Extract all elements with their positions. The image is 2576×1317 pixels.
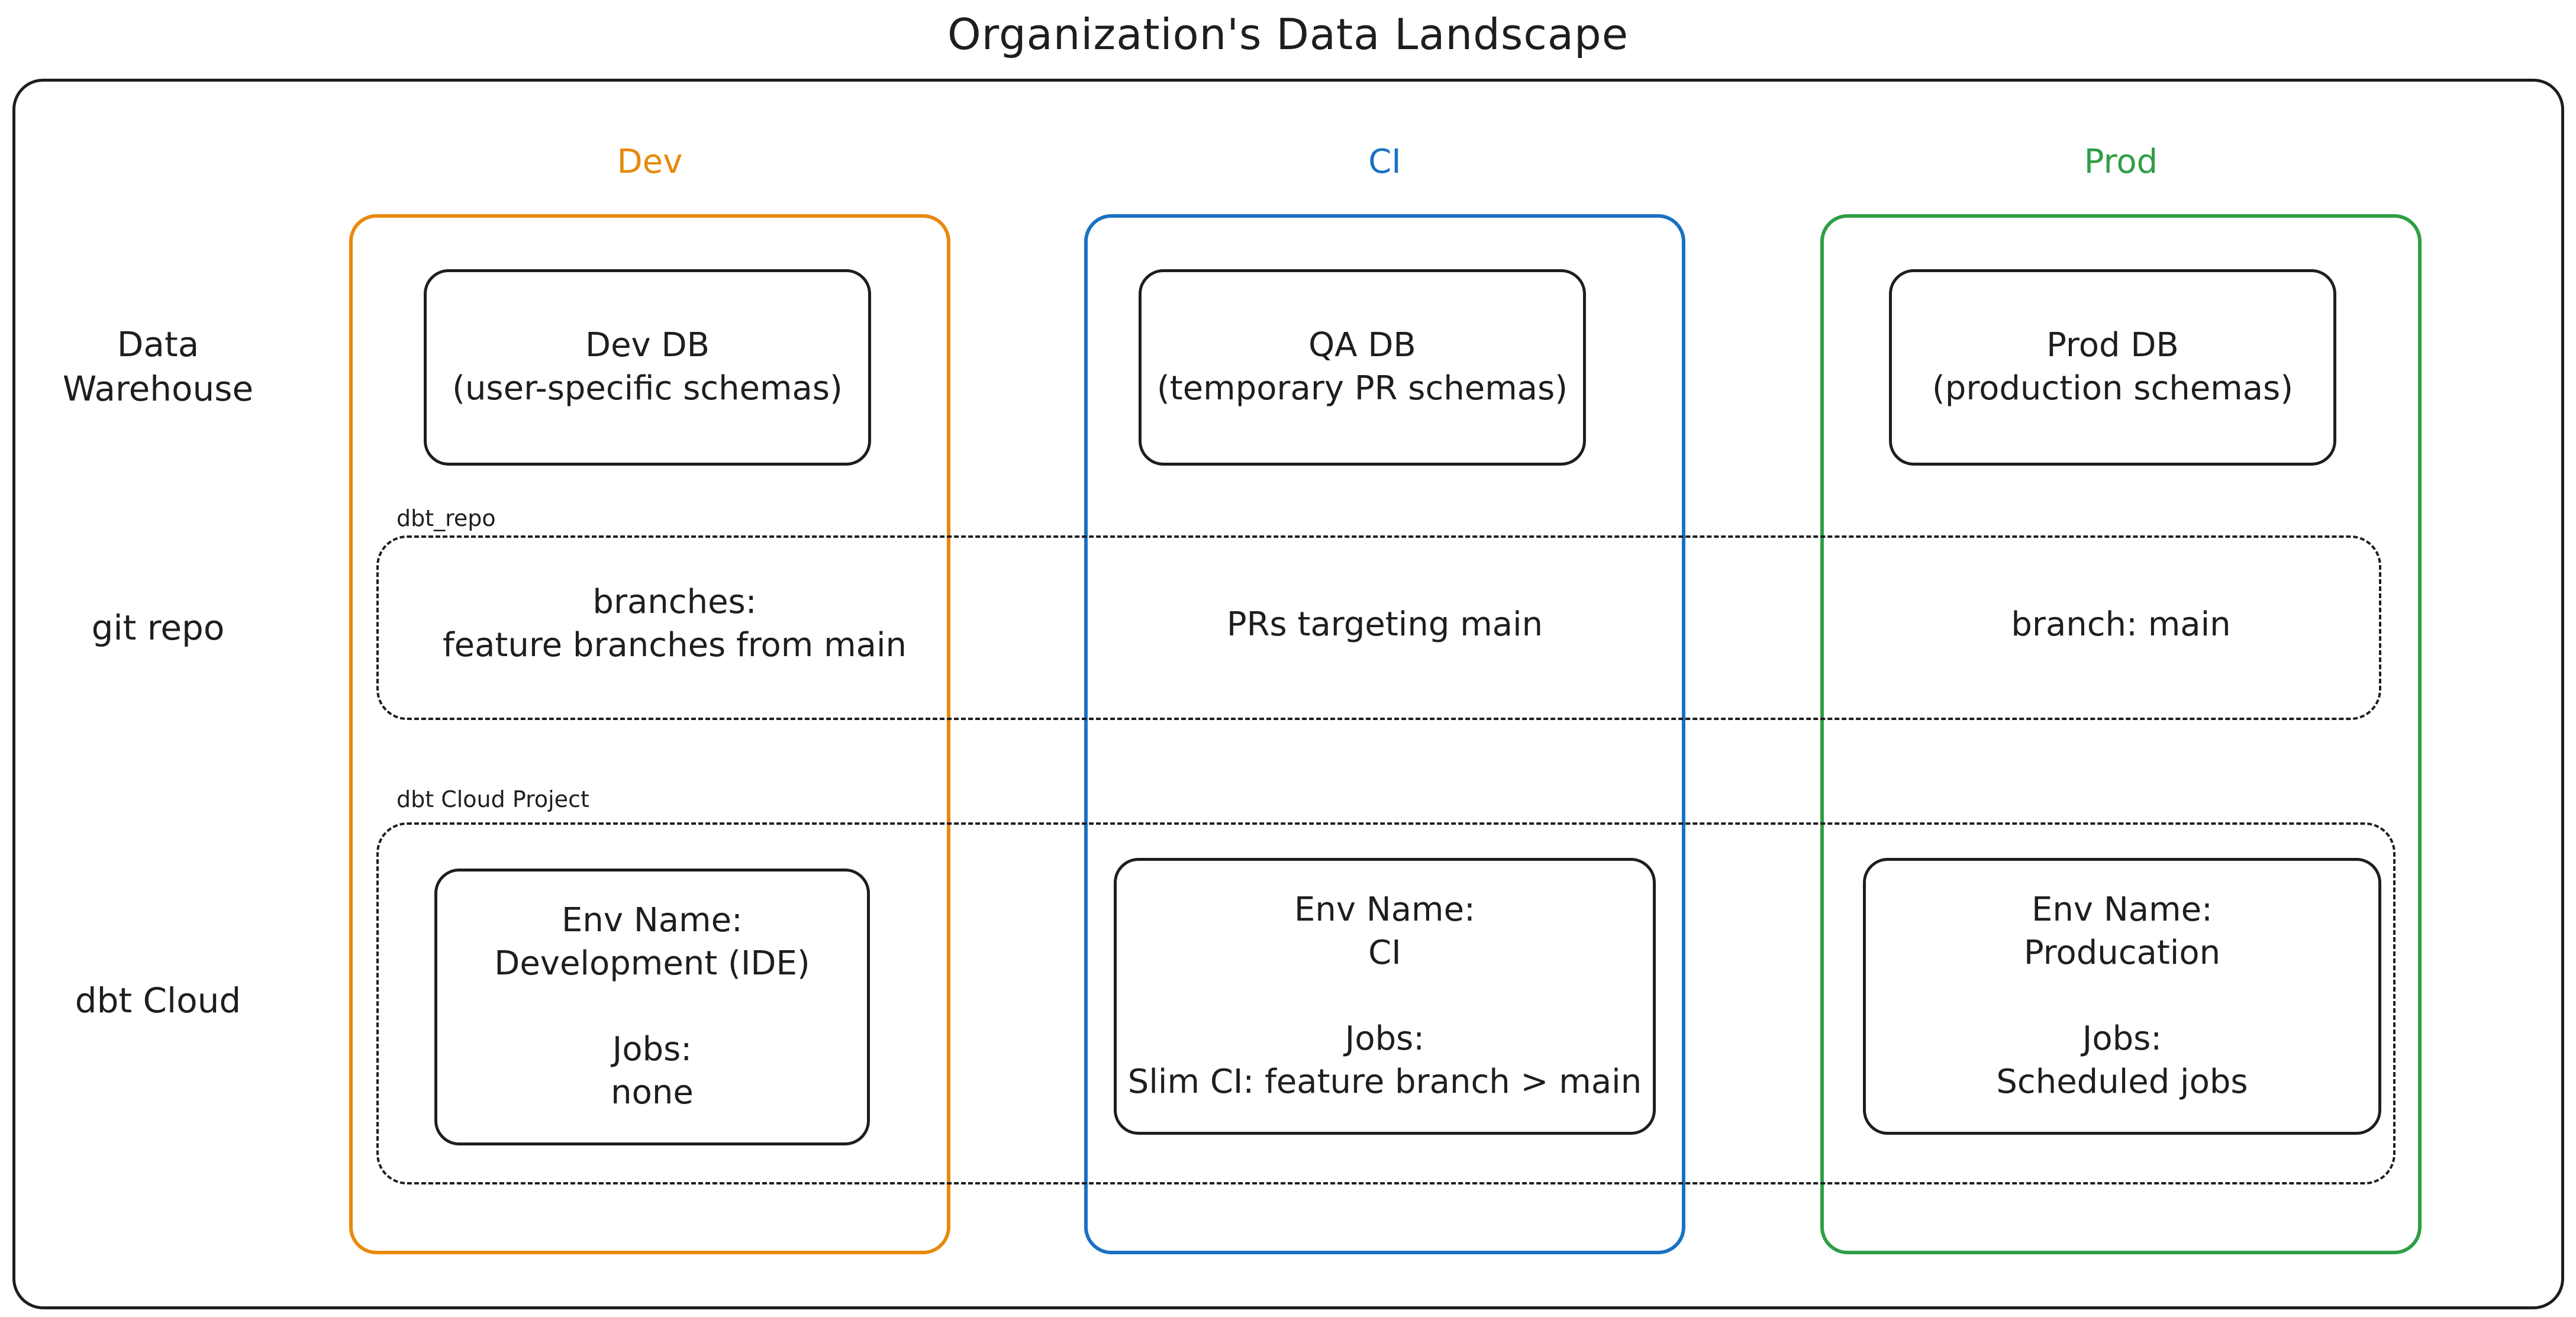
git-text-prod: branch: main xyxy=(2011,605,2231,644)
group-label-dbt-cloud-project: dbt Cloud Project xyxy=(396,786,589,812)
landscape-frame xyxy=(12,79,2564,1309)
column-frame-ci xyxy=(1084,214,1685,1254)
env-text-ci: Env Name: CI Jobs: Slim CI: feature bran… xyxy=(1127,890,1642,1102)
column-frame-dev xyxy=(349,214,950,1254)
column-header-ci: CI xyxy=(1368,143,1401,181)
env-text-prod: Env Name: Producation Jobs: Scheduled jo… xyxy=(1996,890,2248,1102)
env-box-prod: Env Name: Producation Jobs: Scheduled jo… xyxy=(1863,858,2381,1135)
column-header-prod: Prod xyxy=(2084,143,2158,181)
group-label-dbt-repo: dbt_repo xyxy=(396,505,496,531)
group-dbt-cloud-project xyxy=(376,822,2396,1184)
column-header-dev: Dev xyxy=(617,143,683,181)
page-title: Organization's Data Landscape xyxy=(947,9,1629,59)
env-text-dev: Env Name: Development (IDE) Jobs: none xyxy=(494,901,810,1112)
warehouse-text-dev: Dev DB (user-specific schemas) xyxy=(452,326,843,408)
warehouse-text-ci: QA DB (temporary PR schemas) xyxy=(1156,326,1568,408)
warehouse-box-prod: Prod DB (production schemas) xyxy=(1889,269,2336,466)
row-label-data-warehouse: Data Warehouse xyxy=(62,324,254,409)
env-box-ci: Env Name: CI Jobs: Slim CI: feature bran… xyxy=(1114,858,1656,1135)
row-label-git-repo: git repo xyxy=(91,608,225,648)
warehouse-text-prod: Prod DB (production schemas) xyxy=(1932,326,2294,408)
column-frame-prod xyxy=(1820,214,2422,1254)
git-text-ci: PRs targeting main xyxy=(1226,605,1543,644)
warehouse-box-ci: QA DB (temporary PR schemas) xyxy=(1139,269,1586,466)
row-label-dbt-cloud: dbt Cloud xyxy=(75,980,241,1021)
env-box-dev: Env Name: Development (IDE) Jobs: none xyxy=(434,869,870,1145)
git-text-dev: branches: feature branches from main xyxy=(442,583,907,664)
group-dbt-repo xyxy=(376,535,2381,720)
warehouse-box-dev: Dev DB (user-specific schemas) xyxy=(424,269,871,466)
